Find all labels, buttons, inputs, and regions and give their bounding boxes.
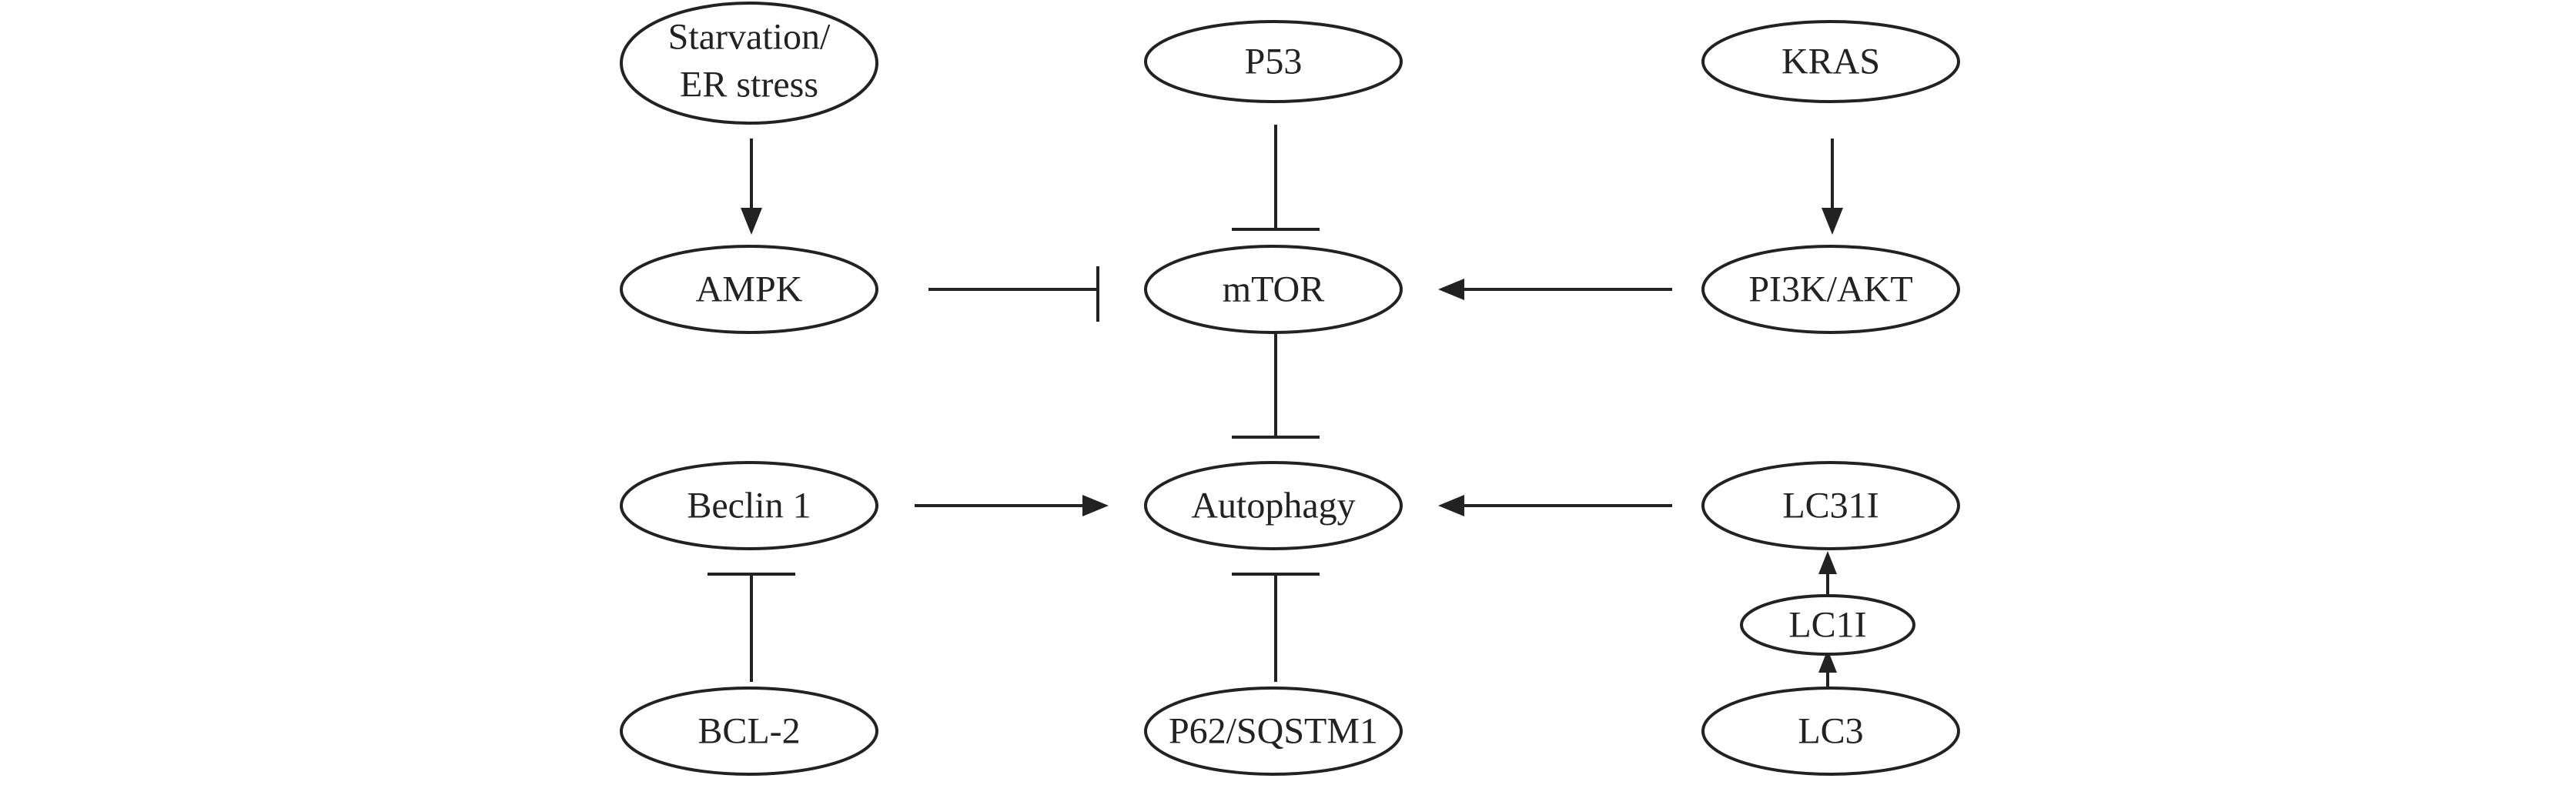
edge-mtor-inhibits-autophagy — [1232, 334, 1320, 439]
edge-p62-inhibits-autophagy — [1232, 573, 1320, 682]
node-pi3k-akt: PI3K/AKT — [1701, 245, 1960, 334]
node-p62-label: P62/SQSTM1 — [1169, 711, 1378, 752]
edge-starvation-to-ampk — [741, 139, 762, 235]
edge-lc31i-to-autophagy — [1438, 495, 1672, 516]
node-p53: P53 — [1144, 20, 1403, 103]
node-bcl2: BCL-2 — [620, 686, 878, 776]
node-ampk-label: AMPK — [696, 269, 803, 310]
node-mtor-label: mTOR — [1223, 269, 1324, 310]
node-lc1i: LC1I — [1740, 594, 1915, 656]
node-autophagy-label: Autophagy — [1191, 486, 1355, 526]
edge-lc1i-to-lc31i — [1818, 551, 1837, 594]
node-kras-label: KRAS — [1781, 42, 1880, 82]
node-starvation-line2: ER stress — [680, 65, 818, 105]
node-beclin1-label: Beclin 1 — [687, 486, 811, 526]
node-starvation-line1: Starvation/ — [668, 17, 831, 58]
node-autophagy: Autophagy — [1144, 461, 1403, 550]
node-lc31i-label: LC31I — [1782, 486, 1878, 526]
node-p62-sqstm1: P62/SQSTM1 — [1144, 686, 1403, 776]
edge-lc3-to-lc1i — [1818, 650, 1837, 690]
edge-ampk-inhibits-mtor — [928, 266, 1099, 322]
node-mtor: mTOR — [1144, 245, 1403, 334]
node-ampk: AMPK — [620, 245, 878, 334]
edge-kras-to-pi3k-akt — [1822, 139, 1843, 235]
node-lc31i: LC31I — [1701, 461, 1960, 550]
edge-beclin1-to-autophagy — [915, 495, 1109, 516]
node-starvation-er-stress: Starvation/ ER stress — [620, 2, 878, 125]
node-kras: KRAS — [1701, 20, 1960, 103]
edge-p53-inhibits-mtor — [1232, 125, 1320, 231]
edge-bcl2-inhibits-beclin1 — [708, 573, 795, 682]
node-p53-label: P53 — [1245, 42, 1303, 82]
node-lc3-label: LC3 — [1798, 711, 1863, 752]
node-lc3: LC3 — [1701, 686, 1960, 776]
edge-pi3k-akt-to-mtor — [1438, 279, 1672, 300]
node-beclin1: Beclin 1 — [620, 461, 878, 550]
node-pi3k-akt-label: PI3K/AKT — [1748, 269, 1912, 310]
node-bcl2-label: BCL-2 — [698, 711, 800, 752]
node-lc1i-label: LC1I — [1788, 605, 1866, 646]
